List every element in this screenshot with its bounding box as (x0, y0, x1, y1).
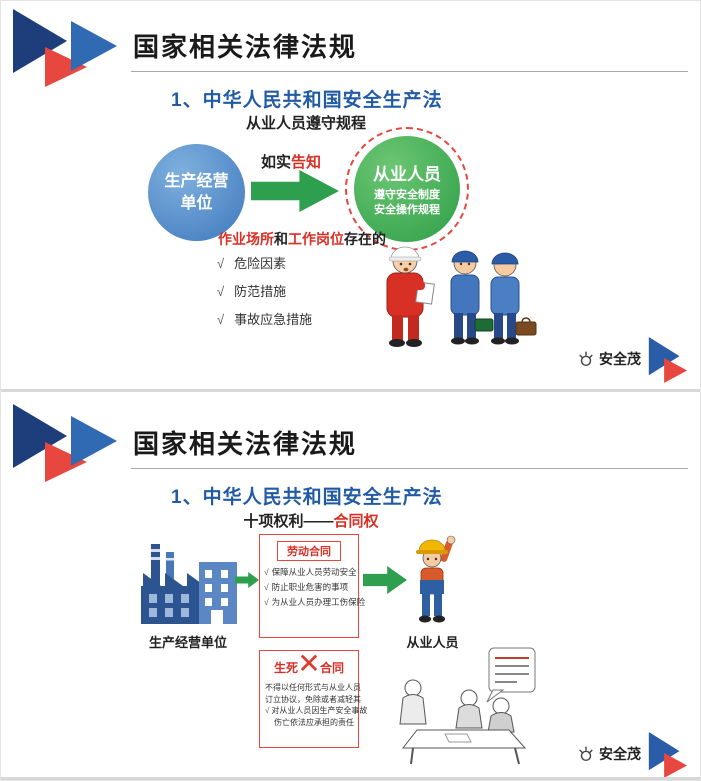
contract-item: √防止职业危害的事项 (264, 580, 355, 595)
worker-circle-title: 从业人员 (373, 165, 441, 184)
check-mark: √ (217, 312, 225, 327)
slide-subtitle: 1、中华人民共和国安全生产法 (171, 487, 443, 508)
bullet-text: 危险因素 (234, 256, 287, 271)
worker-circle-line1: 遵守安全制度 (374, 189, 440, 201)
worker-circle: 从业人员 遵守安全制度 安全操作规程 (354, 136, 460, 242)
death-contract-header: 生死 ✕ 合同 (260, 650, 358, 678)
caption-black2: 存在的 (344, 231, 386, 247)
brand-logo: 安全茂 (577, 730, 689, 778)
title-underline (131, 71, 688, 72)
contract-signing-illustration (399, 647, 536, 765)
contract-item: √保障从业人员劳动安全 (264, 565, 357, 580)
bullet-item: √ 危险因素 (217, 253, 312, 272)
heading-black: 十项权利—— (243, 513, 334, 530)
bullet-item: √ 防范措施 (217, 281, 312, 300)
check-mark: √ (217, 284, 225, 299)
section-heading: 十项权利——合同权 (161, 510, 461, 531)
decorative-triangles-icon (13, 404, 117, 482)
contract-item-text: 防止职业危害的事项 (271, 582, 349, 592)
workers-illustration (386, 246, 537, 347)
labor-contract-title: 劳动合同 (277, 541, 341, 561)
death-line: 伤亡依法应承担的责任 (274, 717, 354, 727)
check-mark: √ (217, 256, 225, 271)
slide-2: 国家相关法律法规 1、中华人民共和国安全生产法 十项权利——合同权 (1, 392, 700, 778)
arrow-label-black: 如实 (261, 154, 292, 171)
check-mark: √ (264, 582, 269, 592)
slide-subtitle: 1、中华人民共和国安全生产法 (171, 90, 443, 111)
logo-sun-icon (579, 351, 593, 367)
death-line: 订立协议，免除或者减轻其 (265, 694, 361, 704)
slide-divider (1, 389, 700, 392)
contract-item-text: 保障从业人员劳动安全 (271, 567, 357, 577)
death-line: √对从业人员因生产安全事故 (265, 705, 367, 717)
worker-label: 从业人员 (406, 635, 459, 650)
arrow-label: 如实告知 (261, 151, 321, 172)
title-underline (131, 468, 688, 469)
contract-item-text: 为从业人员办理工伤保险 (271, 597, 366, 607)
death-contract-text: 不得以任何形式与从业人员 订立协议，免除或者减轻其 √对从业人员因生产安全事故 … (260, 676, 367, 728)
factory-label: 生产经营单位 (148, 635, 227, 650)
logo-triangles-icon (648, 337, 688, 383)
logo-sun-icon (579, 746, 593, 762)
slide-title: 国家相关法律法规 (133, 429, 358, 459)
labor-contract-items: √保障从业人员劳动安全 √防止职业危害的事项 √为从业人员办理工伤保险 (260, 561, 365, 610)
bullet-list: √ 危险因素 √ 防范措施 √ 事故应急措施 (217, 253, 312, 337)
cross-mark-icon: ✕ (297, 648, 321, 679)
caption-red2: 工作岗位 (288, 231, 344, 247)
death-contract-right: 合同 (320, 661, 345, 675)
logo-text: 安全茂 (599, 746, 641, 762)
producer-circle-line1: 生产经营 (164, 172, 229, 190)
section-heading: 从业人员遵守规程 (245, 115, 366, 132)
notify-arrow (251, 170, 339, 212)
labor-contract-box: 劳动合同 √保障从业人员劳动安全 √防止职业危害的事项 √为从业人员办理工伤保险 (259, 534, 365, 638)
death-line-text: 对从业人员因生产安全事故 (271, 706, 368, 715)
death-contract-box: 生死 ✕ 合同 不得以任何形式与从业人员 订立协议，免除或者减轻其 √对从业人员… (259, 650, 367, 748)
caption: 作业场所和工作岗位存在的 (218, 229, 386, 249)
check-mark: √ (265, 706, 270, 715)
heading-red: 合同权 (333, 513, 379, 530)
arrow-label-red: 告知 (291, 154, 322, 171)
contract-item: √为从业人员办理工伤保险 (264, 595, 365, 610)
death-contract-left: 生死 (273, 661, 298, 675)
slide-title: 国家相关法律法规 (133, 32, 358, 62)
logo-text: 安全茂 (599, 351, 641, 367)
check-mark: √ (264, 597, 269, 607)
caption-red1: 作业场所 (218, 231, 274, 247)
producer-circle-line2: 单位 (180, 194, 213, 212)
producer-circle: 生产经营 单位 (148, 144, 245, 241)
check-mark: √ (264, 567, 269, 577)
worker-illustration (416, 535, 456, 623)
death-line: 不得以任何形式与从业人员 (265, 683, 361, 692)
slide-1: 国家相关法律法规 1、中华人民共和国安全生产法 从业人员遵守规程 生产经营 单位… (1, 1, 700, 389)
logo-triangles-icon (648, 732, 688, 778)
bullet-text: 事故应急措施 (234, 312, 313, 327)
decorative-triangles-icon (13, 9, 117, 87)
worker-circle-line2: 安全操作规程 (374, 204, 440, 216)
bottom-divider (1, 777, 700, 780)
brand-logo: 安全茂 (577, 335, 689, 383)
caption-black1: 和 (274, 231, 288, 247)
flow-arrow-big (363, 566, 407, 594)
bullet-item: √ 事故应急措施 (217, 309, 312, 328)
factory-illustration (141, 544, 237, 624)
bullet-text: 防范措施 (234, 284, 287, 299)
